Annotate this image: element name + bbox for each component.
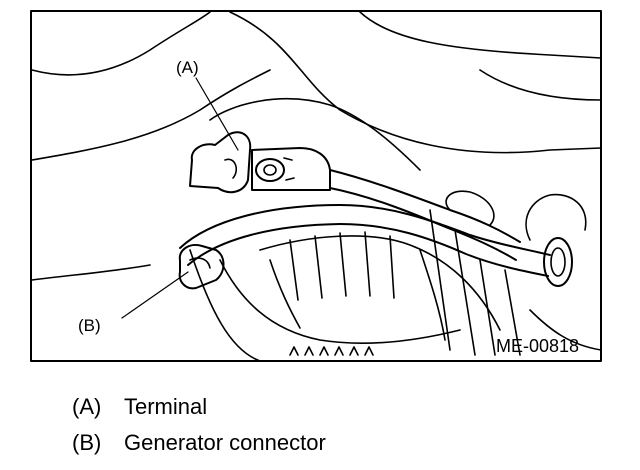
body-contour xyxy=(31,264,151,281)
harness-cable xyxy=(179,204,551,256)
generator-ribs xyxy=(429,209,521,356)
terminal-cable xyxy=(329,187,517,261)
legend-label: Terminal xyxy=(124,394,208,419)
legend-label: Generator connector xyxy=(124,430,326,455)
generator-body xyxy=(419,249,446,341)
grommet xyxy=(543,237,573,287)
connector-detail xyxy=(189,257,211,269)
body-contour xyxy=(209,98,421,171)
rubber-boot xyxy=(525,193,587,241)
generator-body xyxy=(219,259,461,345)
terminal-cover xyxy=(189,131,252,194)
legend-key: (B) xyxy=(72,430,102,455)
leader-line-a xyxy=(195,77,239,151)
generator-illustration xyxy=(30,10,602,362)
generator-body xyxy=(189,249,261,362)
body-contour xyxy=(229,11,602,154)
terminal-stud xyxy=(263,164,277,176)
body-contour xyxy=(359,11,602,59)
generator-fins xyxy=(289,231,395,301)
frame-border xyxy=(30,10,602,362)
body-contour xyxy=(31,11,211,76)
generator-body xyxy=(269,259,301,329)
body-contour xyxy=(529,309,602,351)
callout-a: (A) xyxy=(176,58,199,77)
figure-code: ME-00818 xyxy=(496,336,580,356)
callout-b: (B) xyxy=(78,316,101,335)
generator-body xyxy=(259,235,501,331)
harness-cable xyxy=(187,223,549,277)
legend-item-generator-connector: (B) Generator connector xyxy=(72,430,326,456)
grommet-inner xyxy=(550,247,566,277)
body-contour xyxy=(31,69,271,161)
legend-key: (A) xyxy=(72,394,102,419)
body-contour xyxy=(479,69,602,101)
terminal-nut xyxy=(255,158,285,182)
terminal-detail xyxy=(283,157,295,181)
terminal-lug xyxy=(251,147,331,191)
generator-vents xyxy=(289,346,374,356)
terminal-cable xyxy=(329,169,521,243)
cable-boot xyxy=(445,190,495,226)
terminal-cover-detail xyxy=(224,158,237,179)
generator-connector xyxy=(178,244,225,290)
legend-item-terminal: (A) Terminal xyxy=(72,394,207,420)
leader-line-b xyxy=(121,271,189,319)
illustration-frame xyxy=(30,10,602,362)
